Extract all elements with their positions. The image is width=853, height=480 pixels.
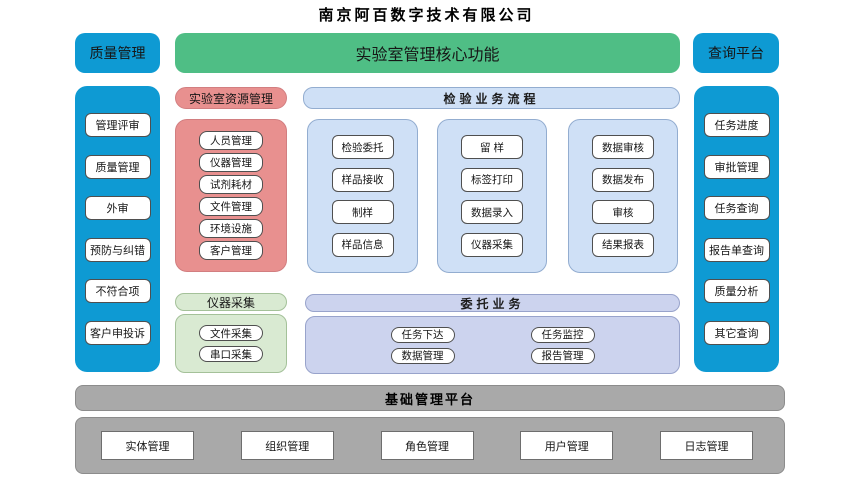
lab-resource-item: 文件管理 <box>199 197 263 216</box>
inspection-flow-header: 检验业务流程 <box>303 87 680 109</box>
flow-item: 结果报表 <box>592 232 654 257</box>
inspection-flow-column-2: 留 样 标签打印 数据录入 仪器采集 <box>437 119 547 273</box>
base-platform-item: 实体管理 <box>101 431 194 460</box>
base-platform-item: 组织管理 <box>240 431 334 460</box>
quality-item: 外审 <box>84 196 151 221</box>
commission-item: 报告管理 <box>530 347 595 364</box>
query-item: 任务查询 <box>703 196 770 221</box>
commission-item: 数据管理 <box>390 347 455 364</box>
flow-item: 标签打印 <box>461 167 523 192</box>
query-item: 报告单查询 <box>703 237 770 262</box>
base-platform-item: 用户管理 <box>520 431 614 460</box>
commission-item: 任务监控 <box>530 326 595 343</box>
inspection-flow-column-3: 数据审核 数据发布 审核 结果报表 <box>568 119 678 273</box>
commission-item: 任务下达 <box>390 326 455 343</box>
lab-resources-box: 人员管理 仪器管理 试剂耗材 文件管理 环境设施 客户管理 <box>175 119 287 272</box>
quality-item: 管理评审 <box>84 113 151 137</box>
flow-item: 数据发布 <box>592 167 654 192</box>
inspection-flow-column-1: 检验委托 样品接收 制样 样品信息 <box>307 119 418 273</box>
lab-resources-header: 实验室资源管理 <box>175 87 287 109</box>
lab-resource-item: 仪器管理 <box>199 153 263 172</box>
flow-item: 样品接收 <box>331 167 394 192</box>
quality-item: 预防与纠错 <box>84 237 151 262</box>
flow-item: 审核 <box>592 200 654 225</box>
commission-row: 数据管理 报告管理 <box>306 347 679 364</box>
quality-item: 不符合项 <box>84 279 151 304</box>
base-platform-banner: 基础管理平台 <box>75 385 785 411</box>
query-platform-column: 任务进度 审批管理 任务查询 报告单查询 质量分析 其它查询 <box>694 86 779 372</box>
base-platform-item: 日志管理 <box>660 431 753 460</box>
commission-header: 委托业务 <box>305 294 680 312</box>
page-title: 南京阿百数字技术有限公司 <box>318 8 535 24</box>
flow-item: 仪器采集 <box>461 232 523 257</box>
base-platform-box: 实体管理 组织管理 角色管理 用户管理 日志管理 <box>75 417 785 474</box>
query-item: 其它查询 <box>703 320 770 345</box>
core-function-banner: 实验室管理核心功能 <box>175 33 680 73</box>
lab-resource-item: 客户管理 <box>199 241 263 260</box>
quality-item: 客户申投诉 <box>84 320 151 345</box>
commission-box: 任务下达 任务监控 数据管理 报告管理 <box>305 316 680 374</box>
query-item: 审批管理 <box>703 154 770 179</box>
query-item: 质量分析 <box>703 279 770 304</box>
quality-item: 质量管理 <box>84 154 151 179</box>
flow-item: 检验委托 <box>331 135 394 159</box>
commission-row: 任务下达 任务监控 <box>306 326 679 343</box>
instrument-collection-item: 文件采集 <box>199 325 263 341</box>
flow-item: 数据录入 <box>461 200 523 225</box>
lab-resource-item: 试剂耗材 <box>199 175 263 194</box>
quality-management-column: 管理评审 质量管理 外审 预防与纠错 不符合项 客户申投诉 <box>75 86 160 372</box>
lab-resource-item: 环境设施 <box>199 219 263 238</box>
flow-item: 制样 <box>331 200 394 225</box>
instrument-collection-item: 串口采集 <box>199 346 263 362</box>
lab-resource-item: 人员管理 <box>199 131 263 150</box>
flow-item: 数据审核 <box>592 135 654 159</box>
query-platform-header: 查询平台 <box>693 33 779 73</box>
flow-item: 留 样 <box>461 135 523 159</box>
instrument-collection-box: 文件采集 串口采集 <box>175 314 287 373</box>
base-platform-item: 角色管理 <box>380 431 474 460</box>
flow-item: 样品信息 <box>331 232 394 257</box>
quality-management-header: 质量管理 <box>75 33 160 73</box>
instrument-collection-header: 仪器采集 <box>175 293 287 311</box>
query-item: 任务进度 <box>703 113 770 137</box>
